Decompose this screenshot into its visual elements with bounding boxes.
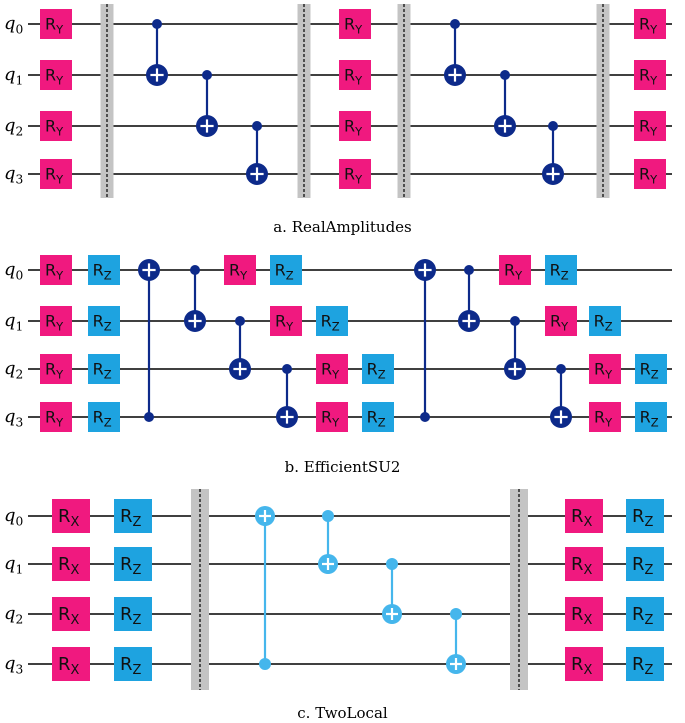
- cnot-control-dot: [252, 121, 262, 131]
- caption-efficient-su2: b. EfficientSU2: [284, 458, 401, 476]
- caption-real-amplitudes: a. RealAmplitudes: [273, 218, 412, 236]
- cnot-control-dot: [322, 510, 334, 522]
- qubit-label: q1: [4, 64, 23, 87]
- cnot-control-dot: [510, 316, 520, 326]
- gate-ry: [316, 354, 348, 384]
- gate-ry: [545, 306, 577, 336]
- gate-ry: [316, 402, 348, 432]
- gate-ry: [224, 255, 256, 285]
- cnot-control-dot: [450, 608, 462, 620]
- qubit-label: q0: [4, 13, 23, 36]
- qubit-label: q3: [4, 163, 23, 186]
- gate-ry: [40, 159, 72, 189]
- qubit-label: q2: [4, 358, 23, 381]
- cnot-control-dot: [548, 121, 558, 131]
- gate-ry: [339, 60, 371, 90]
- qubit-label: q0: [4, 505, 23, 528]
- gate-ry: [40, 354, 72, 384]
- qubit-label: q2: [4, 603, 23, 626]
- cnot-control-dot: [464, 265, 474, 275]
- gate-ry: [40, 306, 72, 336]
- gate-ry: [40, 60, 72, 90]
- qubit-label: q2: [4, 115, 23, 138]
- qubit-label: q3: [4, 653, 23, 676]
- gate-rx: [565, 647, 603, 681]
- cnot-control-dot: [259, 658, 271, 670]
- cnot-control-dot: [235, 316, 245, 326]
- cnot-control-dot: [556, 364, 566, 374]
- gate-rz: [88, 306, 120, 336]
- gate-ry: [339, 9, 371, 39]
- gate-rx: [52, 647, 90, 681]
- gate-rx: [565, 597, 603, 631]
- qubit-label: q1: [4, 553, 23, 576]
- gate-rz: [545, 255, 577, 285]
- cnot-control-dot: [386, 558, 398, 570]
- gate-rx: [565, 547, 603, 581]
- qubit-label: q0: [4, 259, 23, 282]
- gate-rz: [114, 647, 152, 681]
- gate-ry: [40, 402, 72, 432]
- gate-rz: [114, 597, 152, 631]
- gate-ry: [589, 354, 621, 384]
- gate-ry: [339, 159, 371, 189]
- gate-rz: [626, 647, 664, 681]
- gate-ry: [634, 60, 666, 90]
- cnot-control-dot: [202, 70, 212, 80]
- cnot-control-dot: [420, 412, 430, 422]
- cnot-control-dot: [450, 19, 460, 29]
- gate-rx: [52, 547, 90, 581]
- gate-ry: [40, 255, 72, 285]
- gate-rx: [52, 499, 90, 533]
- caption-two-local: c. TwoLocal: [297, 704, 388, 722]
- gate-rz: [362, 402, 394, 432]
- gate-rx: [52, 597, 90, 631]
- gate-ry: [270, 306, 302, 336]
- cnot-control-dot: [190, 265, 200, 275]
- gate-rz: [114, 499, 152, 533]
- gate-ry: [634, 111, 666, 141]
- cnot-control-dot: [144, 412, 154, 422]
- gate-ry: [634, 9, 666, 39]
- gate-rz: [362, 354, 394, 384]
- gate-rz: [635, 354, 667, 384]
- gate-rz: [316, 306, 348, 336]
- cnot-control-dot: [282, 364, 292, 374]
- gate-rz: [635, 402, 667, 432]
- gate-rz: [88, 255, 120, 285]
- gate-rz: [626, 547, 664, 581]
- qubit-label: q3: [4, 406, 23, 429]
- gate-rz: [626, 597, 664, 631]
- cnot-control-dot: [152, 19, 162, 29]
- gate-rz: [114, 547, 152, 581]
- gate-ry: [40, 111, 72, 141]
- gate-ry: [634, 159, 666, 189]
- gate-rz: [589, 306, 621, 336]
- gate-ry: [40, 9, 72, 39]
- gate-ry: [589, 402, 621, 432]
- gate-rz: [88, 402, 120, 432]
- gate-ry: [499, 255, 531, 285]
- cnot-control-dot: [500, 70, 510, 80]
- gate-rz: [88, 354, 120, 384]
- gate-rz: [270, 255, 302, 285]
- gate-rx: [565, 499, 603, 533]
- gate-ry: [339, 111, 371, 141]
- qubit-label: q1: [4, 310, 23, 333]
- gate-rz: [626, 499, 664, 533]
